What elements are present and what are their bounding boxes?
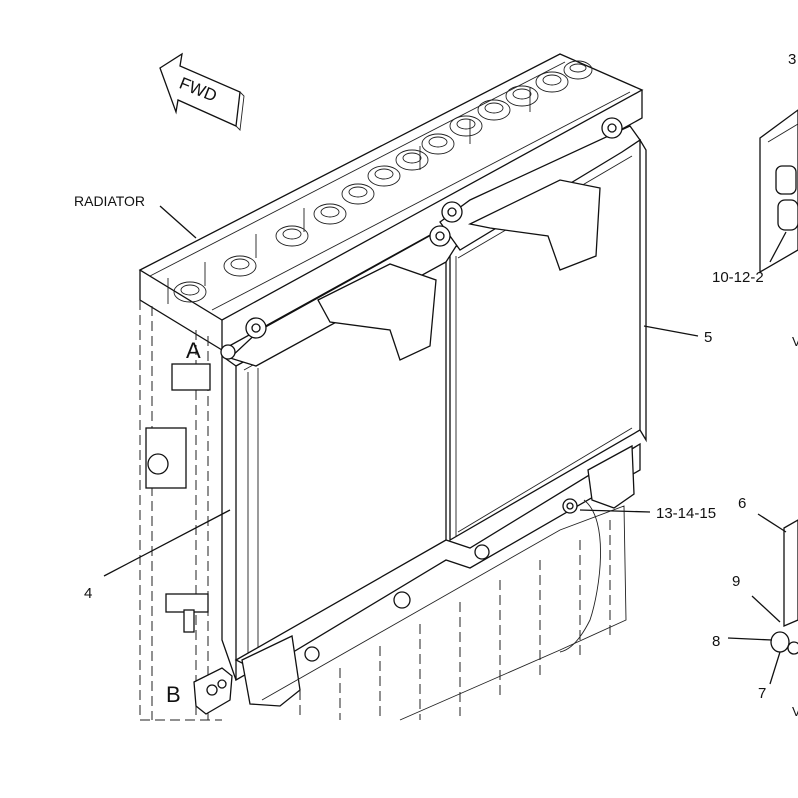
callout-radiator: RADIATOR bbox=[74, 193, 145, 209]
callout-9: 9 bbox=[732, 573, 740, 590]
fwd-label: FWD bbox=[177, 74, 220, 106]
leader-lines bbox=[103, 205, 787, 685]
cut-label-v-upper: V bbox=[792, 334, 798, 349]
callout-4: 4 bbox=[84, 585, 92, 602]
bottom-left-bracket bbox=[193, 667, 233, 715]
callout-7: 7 bbox=[758, 685, 766, 702]
callout-5: 5 bbox=[704, 329, 712, 346]
callout-8: 8 bbox=[712, 633, 720, 650]
callout-10-12-2: 10-12-2 bbox=[712, 269, 764, 286]
callout-13-14-15: 13-14-15 bbox=[656, 505, 716, 522]
callout-6: 6 bbox=[738, 495, 746, 512]
callout-3: 3 bbox=[788, 51, 796, 68]
callout-a: A bbox=[186, 338, 201, 363]
left-frame-dashed bbox=[139, 300, 222, 721]
forward-direction-arrow: FWD bbox=[159, 52, 245, 131]
right-component-upper bbox=[759, 109, 798, 274]
upper-brackets bbox=[220, 117, 641, 367]
lower-shroud bbox=[261, 499, 627, 721]
callout-labels: RADIATOR A B 3 4 5 6 7 8 9 10-12-2 13-14… bbox=[74, 51, 798, 719]
cut-label-v-lower: V bbox=[792, 704, 798, 719]
right-component-lower bbox=[770, 519, 798, 655]
callout-b: B bbox=[166, 682, 181, 707]
bottom-tank bbox=[234, 442, 641, 707]
